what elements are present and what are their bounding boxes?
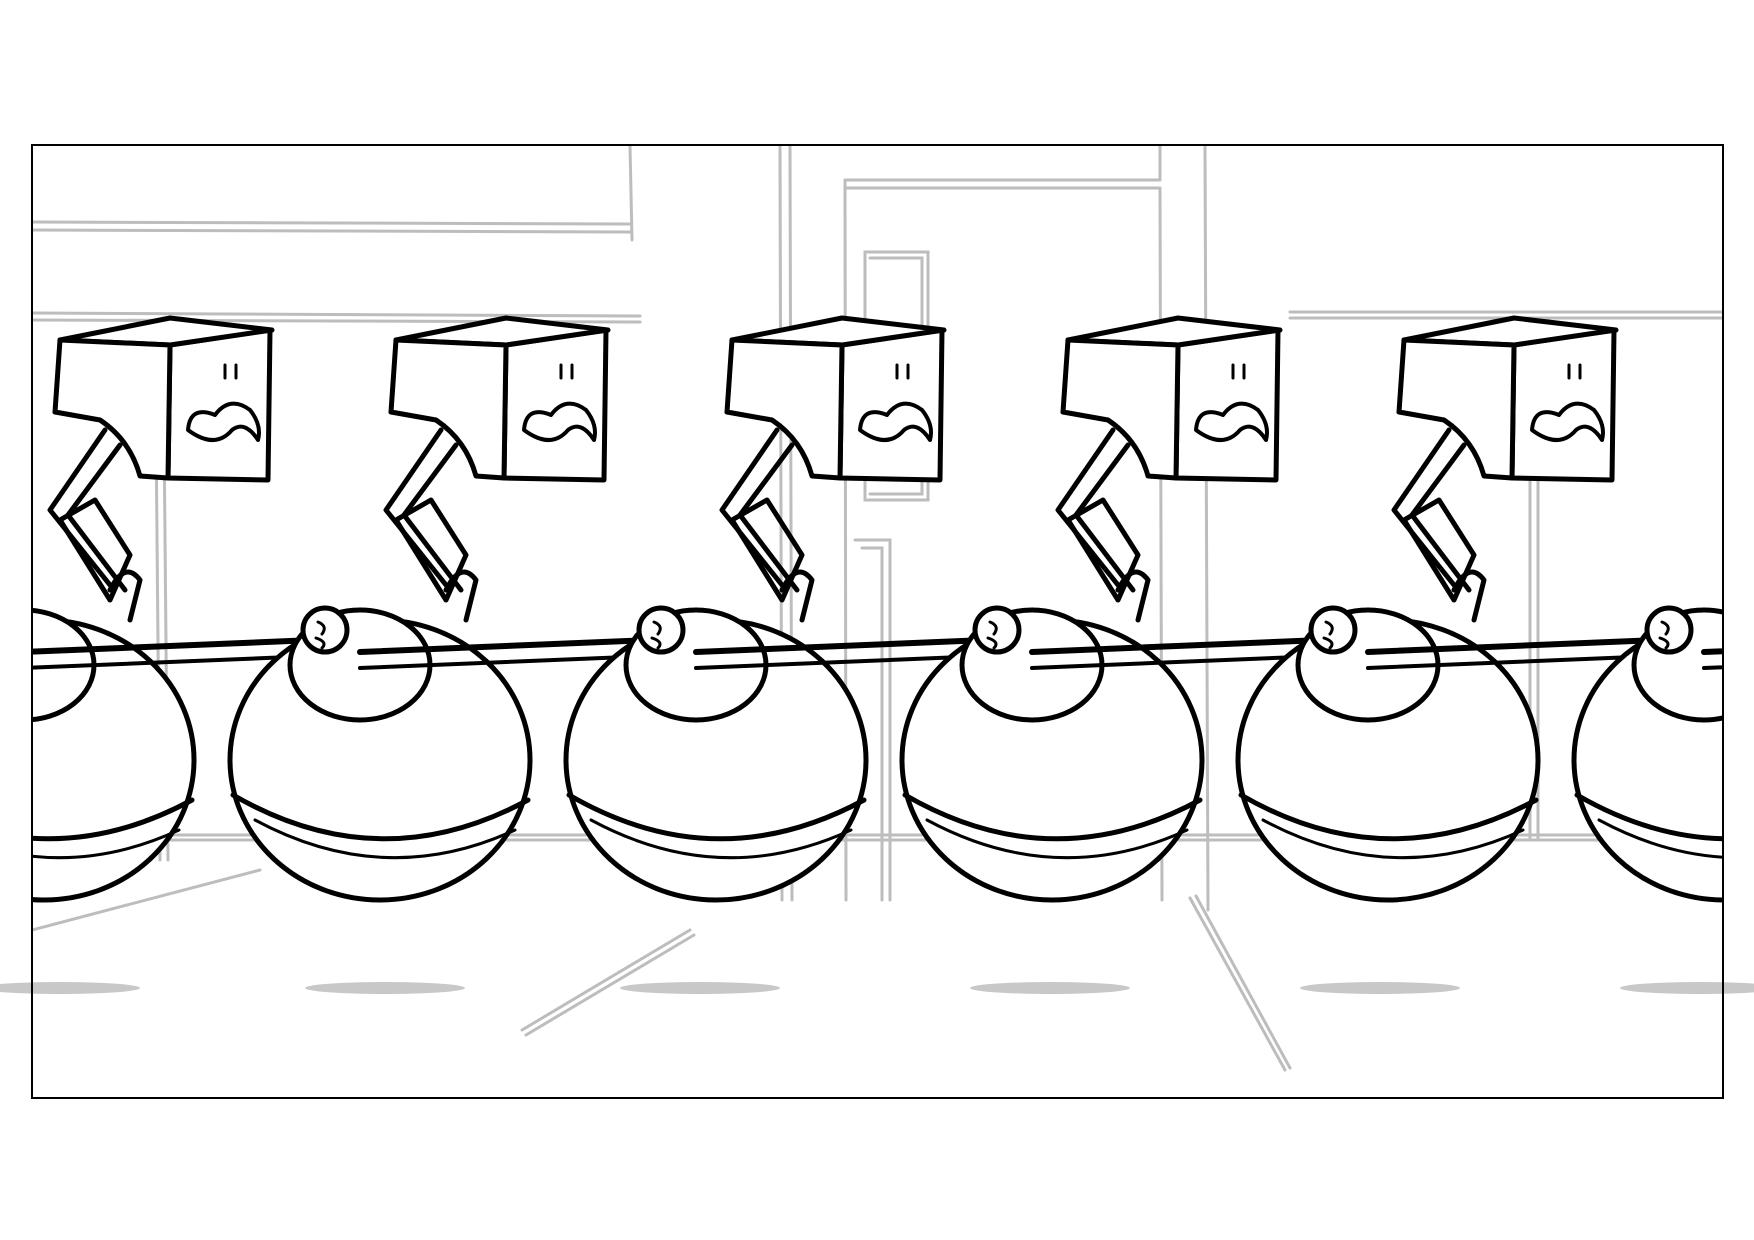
neck	[47, 427, 128, 593]
floor-shadow	[305, 982, 465, 994]
mustache-icon	[522, 401, 597, 442]
arm-pole	[1029, 637, 1325, 655]
ball-stripe-inner	[253, 818, 517, 860]
box-head-front	[1173, 327, 1281, 483]
mustache-icon	[1194, 401, 1269, 442]
floor-shadow	[1300, 982, 1460, 994]
ball-stripe	[1574, 792, 1723, 842]
neck	[1391, 427, 1472, 593]
character-5	[1391, 315, 1723, 903]
box-head-side	[724, 337, 845, 481]
arm-pole-lower	[694, 654, 988, 670]
hand-fingers	[650, 620, 662, 650]
character-partial-left	[0, 607, 317, 903]
box-head-side	[52, 337, 173, 481]
box-head-side	[388, 337, 509, 481]
floor-shadow	[620, 982, 780, 994]
mustache-icon	[1530, 401, 1605, 442]
arm-pole	[32, 637, 317, 655]
arm-pole-lower	[1030, 654, 1324, 670]
ball-stripe-inner	[1261, 818, 1525, 860]
floor-shadow	[970, 982, 1130, 994]
ball-stripe	[230, 792, 531, 842]
arm-pole	[1365, 637, 1661, 655]
hand-fingers	[1322, 620, 1334, 650]
eyes	[1231, 363, 1246, 380]
box-head-front	[501, 327, 609, 483]
arm-pole	[693, 637, 989, 655]
eyes	[1567, 363, 1582, 380]
panel-border	[31, 144, 1724, 1099]
eyes	[559, 363, 574, 380]
eyes	[223, 363, 238, 380]
character-1	[47, 315, 653, 903]
arm-pole	[357, 637, 653, 655]
box-head-side	[1396, 337, 1517, 481]
floor-shadow	[0, 982, 140, 994]
floor-shadow	[1620, 982, 1754, 994]
neck	[1055, 427, 1136, 593]
neck	[383, 427, 464, 593]
shoulder	[107, 569, 143, 623]
box-head-front	[165, 327, 273, 483]
mustache-icon	[858, 401, 933, 442]
ball-stripe	[902, 792, 1203, 842]
character-4	[1055, 315, 1661, 903]
ball-stripe-inner	[32, 828, 181, 860]
ball-stripe	[1238, 792, 1539, 842]
characters-layer	[0, 315, 1723, 903]
mustache-icon	[186, 401, 261, 442]
ball-stripe-inner	[925, 818, 1189, 860]
ball-stripe-inner	[1597, 818, 1723, 859]
hand-fingers	[314, 620, 326, 650]
shoulder	[1451, 569, 1487, 623]
hand-fingers	[1658, 620, 1670, 650]
box-head-side	[1060, 337, 1181, 481]
ball-stripe-inner	[589, 818, 853, 860]
arm-pole-lower	[32, 654, 316, 670]
hand	[0, 608, 11, 652]
box-head-front	[1509, 327, 1617, 483]
character-3	[719, 315, 1325, 903]
shoulder	[1115, 569, 1151, 623]
character-2	[383, 315, 989, 903]
arm-pole-lower	[358, 654, 652, 670]
hand-fingers	[986, 620, 998, 650]
background-sketch	[32, 145, 1723, 1072]
ball-shadows	[0, 982, 1754, 994]
shoulder	[443, 569, 479, 623]
ball-stripe	[32, 797, 195, 842]
shoulder	[779, 569, 815, 623]
eyes	[895, 363, 910, 380]
neck	[719, 427, 800, 593]
ball-stripe	[566, 792, 867, 842]
arm-pole-lower	[1366, 654, 1660, 670]
box-head-front	[837, 327, 945, 483]
